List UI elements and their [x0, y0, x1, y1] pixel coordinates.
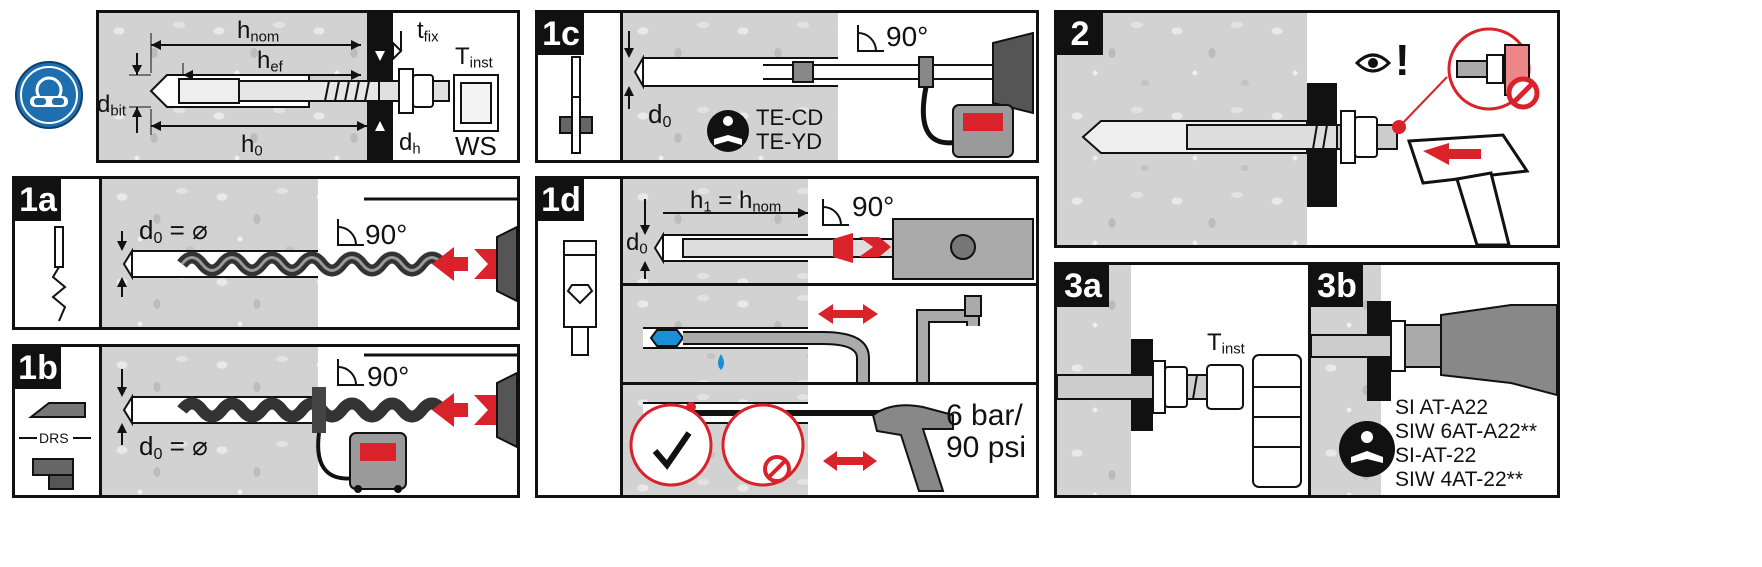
d0-label-1d: d0 [626, 229, 648, 258]
step-3a-panel: 3a Tinst [1054, 262, 1312, 498]
step-2-panel: 2 ! [1054, 10, 1560, 248]
masonry-drill-bit-icon [51, 226, 67, 322]
tool-siw-6at-a22: SIW 6AT-A22** [1395, 420, 1537, 443]
step-3b-label: 3b [1311, 265, 1363, 307]
step-1a-panel: 1a d0 = ⌀ 90° [12, 176, 520, 330]
step-3a-label: 3a [1057, 265, 1109, 307]
torque-wrench-drawing-3a [1057, 339, 1302, 488]
h0-label: h0 [241, 131, 263, 160]
drilling-drawing-1b [117, 347, 517, 495]
tool-te-cd-label: TE-CD [756, 105, 824, 130]
step-1a-label: 1a [15, 179, 61, 221]
d0-label-1a: d0 = ⌀ [139, 215, 208, 248]
anchor-parameters-panel: hnom hef dbit h0 tfix dh Tinst WS [96, 10, 520, 163]
h-ef-label: hef [257, 47, 283, 76]
tool-si-at-22: SI-AT-22 [1395, 444, 1477, 467]
divider-1d [620, 179, 623, 495]
h-nom-label: hnom [237, 17, 280, 46]
h1-hnom-label: h1 = hnom [690, 187, 782, 216]
d0-label-1c: d0 [648, 99, 672, 132]
step-1c-panel: 1c 90° d0 TE-CD TE-YD [535, 10, 1039, 163]
divider-1b [99, 347, 102, 495]
step-1d-label: 1d [538, 179, 584, 221]
impact-wrench-drawing-3b [1311, 301, 1557, 477]
divider-1d-row2 [623, 283, 1036, 286]
air-blowing-drawing [629, 385, 1036, 495]
angle-90-label-1a: 90° [365, 219, 408, 250]
step-1b-label: 1b [15, 347, 61, 389]
d0-label-1b: d0 = ⌀ [139, 431, 208, 464]
angle-90-label-1b: 90° [367, 361, 410, 392]
t-inst-label: Tinst [455, 43, 493, 72]
t-inst-label-3a: Tinst [1207, 329, 1245, 358]
tool-siw-4at-22: SIW 4AT-22** [1395, 468, 1523, 491]
diamond-core-bit-icon [563, 240, 597, 356]
concrete-block-1d-row1 [623, 179, 808, 283]
d-bit-label: dbit [97, 91, 127, 120]
step-3b-panel: 3b SI AT-A22 SIW 6AT-A22** SI-AT-22 SIW … [1308, 262, 1560, 498]
divider-1a [99, 179, 102, 327]
drilling-drawing-1a [117, 179, 517, 327]
divider-1c [620, 13, 623, 160]
angle-90-label-1d: 90° [852, 191, 895, 222]
t-fix-label: tfix [417, 17, 439, 46]
drs-line-right [73, 437, 91, 439]
tool-te-yd-label: TE-YD [756, 129, 822, 154]
core-drilling-drawing [640, 179, 1036, 283]
d-h-label: dh [399, 129, 421, 158]
step-1c-label: 1c [538, 13, 584, 55]
read-manual-icon [707, 110, 749, 152]
drs-label: DRS [39, 430, 69, 446]
pressure-6bar-label: 6 bar/ [946, 399, 1023, 432]
step-1d-panel: 1d h1 = hnom 90° d0 [535, 176, 1039, 498]
ws-label: WS [455, 131, 497, 161]
angle-90-label-1c: 90° [886, 21, 929, 52]
hammer-setting-drawing [1081, 27, 1540, 245]
anchor-bolt-drawing [129, 31, 499, 135]
pressure-90psi-label: 90 psi [946, 431, 1027, 464]
hollow-drill-bit-icon [559, 56, 593, 154]
attention-exclaim: ! [1395, 36, 1410, 85]
divider-1d-row3 [623, 382, 1036, 385]
drs-drill-icon [32, 458, 74, 490]
hollow-drilling-drawing [624, 13, 1036, 160]
step-2-label: 2 [1057, 13, 1103, 55]
tool-si-at-a22: SI AT-A22 [1395, 396, 1488, 419]
flushing-water-drawing [643, 286, 1036, 382]
dust-removal-attachment-icon [28, 402, 86, 418]
drs-line-left [19, 437, 37, 439]
safety-goggles-mandatory-icon [15, 61, 83, 129]
step-1b-panel: 1b DRS 90° d0 = ⌀ [12, 344, 520, 498]
